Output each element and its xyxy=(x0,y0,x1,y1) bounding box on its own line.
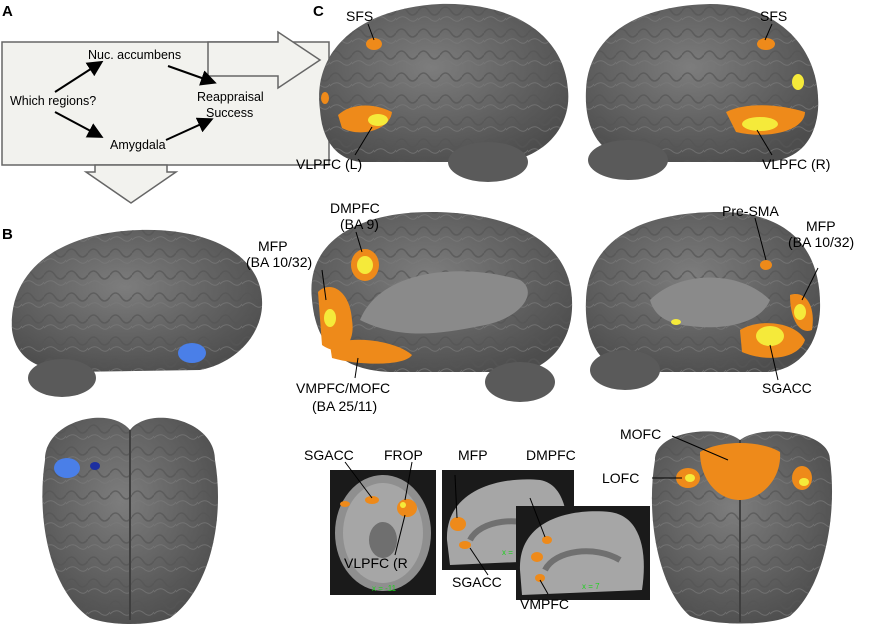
flow-arrow-right xyxy=(207,30,322,90)
flow-node-nacc: Nuc. accumbens xyxy=(88,48,182,62)
slice-label-sgacc: SGACC xyxy=(304,447,354,463)
panel-label-a: A xyxy=(2,3,13,20)
label-mfp-right-1: MFP xyxy=(806,218,836,234)
label-lofc: LOFC xyxy=(602,470,640,486)
arrow-to-amygdala xyxy=(54,111,104,138)
label-sfs-right: SFS xyxy=(760,8,788,24)
panel-label-b: B xyxy=(2,226,13,243)
brain-b-lateral xyxy=(11,229,263,397)
label-vlpfc-r: VLPFC (R) xyxy=(762,156,831,172)
arrow-amygdala-to-success xyxy=(165,117,214,141)
slice-axial xyxy=(330,470,436,595)
brain-c-right-medial xyxy=(585,212,821,390)
label-dmpfc-1: DMPFC xyxy=(330,200,380,216)
slice-label-frop: FROP xyxy=(384,447,423,463)
leader-lines xyxy=(321,23,819,595)
label-mfp-left-2: (BA 10/32) xyxy=(246,254,313,270)
amygdala-cluster-ventral xyxy=(54,458,80,478)
brain-c-left-medial xyxy=(311,212,573,402)
slice-coord-2: x = xyxy=(502,548,513,557)
brain-c-right-lateral xyxy=(585,4,819,180)
label-mfp-left-1: MFP xyxy=(258,238,288,254)
slice-label-mfp: MFP xyxy=(458,447,488,463)
label-dmpfc-2: (BA 9) xyxy=(340,216,379,232)
label-sgacc-right: SGACC xyxy=(762,380,812,396)
label-vmpfc-1: VMPFC/MOFC xyxy=(296,380,391,396)
amygdala-cluster-lateral xyxy=(178,343,206,363)
slice-label-sgacc2: SGACC xyxy=(452,574,502,590)
flowchart-box xyxy=(1,30,330,204)
slice-coord-3: x = 7 xyxy=(582,582,600,591)
label-mofc: MOFC xyxy=(620,426,662,442)
brain-c-left-lateral xyxy=(319,3,569,182)
slice-label-dmpfc: DMPFC xyxy=(526,447,576,463)
flow-start: Which regions? xyxy=(10,94,97,108)
arrow-to-nacc xyxy=(54,60,104,93)
brain-b-ventral xyxy=(42,417,219,624)
arrow-nacc-to-success xyxy=(167,65,217,86)
label-vmpfc-2: (BA 25/11) xyxy=(312,398,378,414)
flow-node-amygdala: Amygdala xyxy=(110,138,166,152)
label-mfp-right-2: (BA 10/32) xyxy=(788,234,855,250)
label-vlpfc-l: VLPFC (L) xyxy=(296,156,363,172)
flow-arrow-down xyxy=(83,164,179,204)
label-presma: Pre-SMA xyxy=(722,203,779,219)
brain-c-ventral xyxy=(651,431,833,624)
panel-label-c: C xyxy=(313,3,324,20)
slice-label-vmpfc: VMPFC xyxy=(520,596,569,612)
label-sfs-left: SFS xyxy=(346,8,374,24)
slice-sagittal-2 xyxy=(516,506,650,600)
slice-coord-1: x = -11 xyxy=(372,584,397,593)
slice-label-vlpfc: VLPFC (R xyxy=(344,555,408,571)
flow-end-line2: Success xyxy=(206,106,254,120)
flow-end-line1: Reappraisal xyxy=(197,90,264,104)
